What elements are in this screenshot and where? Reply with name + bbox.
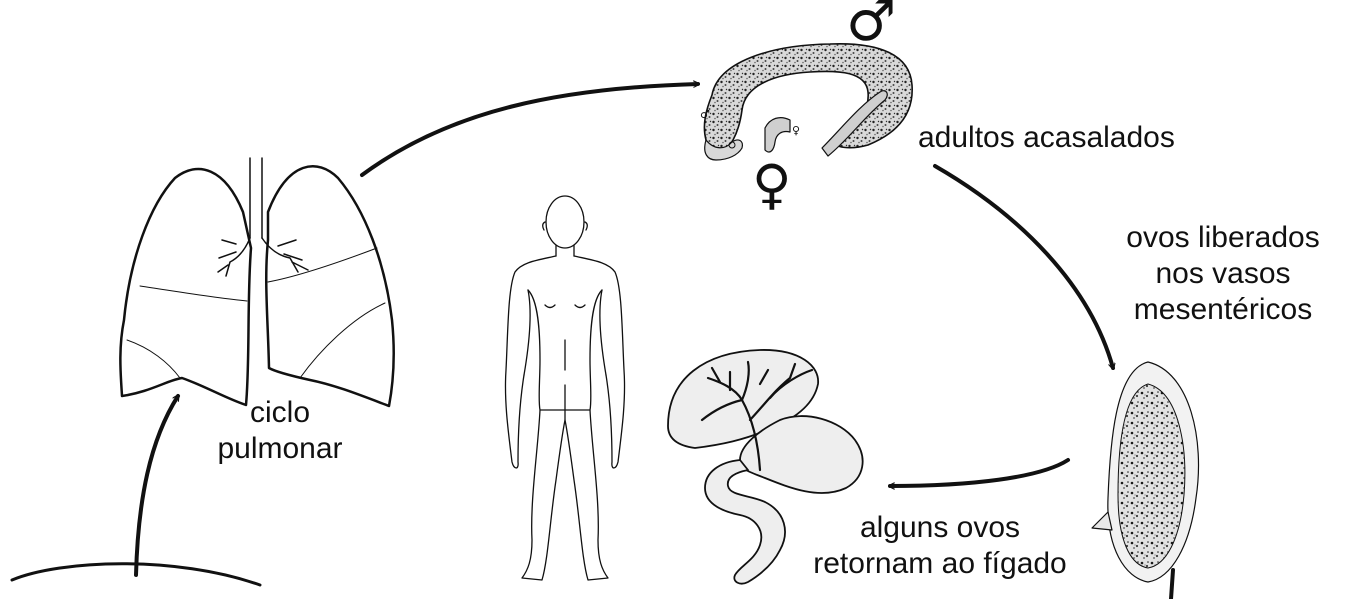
arrow-up-to-lungs (136, 396, 178, 575)
male-symbol: ♂ (846, 0, 896, 50)
arrow-lungs-to-adults (362, 84, 698, 175)
svg-text:♂: ♂ (700, 108, 710, 121)
arrow-egg-to-liver (890, 460, 1068, 486)
arrow-adults-to-egg (935, 166, 1113, 368)
egg-exit-line (1171, 570, 1173, 599)
svg-text:♀: ♀ (792, 124, 800, 137)
human-body-illustration (505, 196, 624, 580)
label-eggs-released: ovos liberados nos vasos mesentéricos (1108, 220, 1338, 328)
lungs-illustration (120, 158, 393, 406)
label-eggs-return: alguns ovos retornam ao fígado (780, 510, 1100, 582)
label-eggs-line-1: ovos liberados (1108, 220, 1338, 256)
label-pulmonary-line-2: pulmonar (210, 431, 350, 467)
label-return-line-2: retornam ao fígado (780, 546, 1100, 582)
paired-worms-illustration: ♂ ♀ (700, 44, 912, 160)
label-adults-paired: adultos acasalados (918, 120, 1175, 156)
egg-illustration (1092, 362, 1199, 582)
label-return-line-1: alguns ovos (780, 510, 1100, 546)
label-pulmonary-cycle: ciclo pulmonar (210, 395, 350, 467)
label-pulmonary-line-1: ciclo (210, 395, 350, 431)
female-symbol: ♀ (752, 158, 792, 212)
label-eggs-line-2: nos vasos (1108, 256, 1338, 292)
label-eggs-line-3: mesentéricos (1108, 292, 1338, 328)
